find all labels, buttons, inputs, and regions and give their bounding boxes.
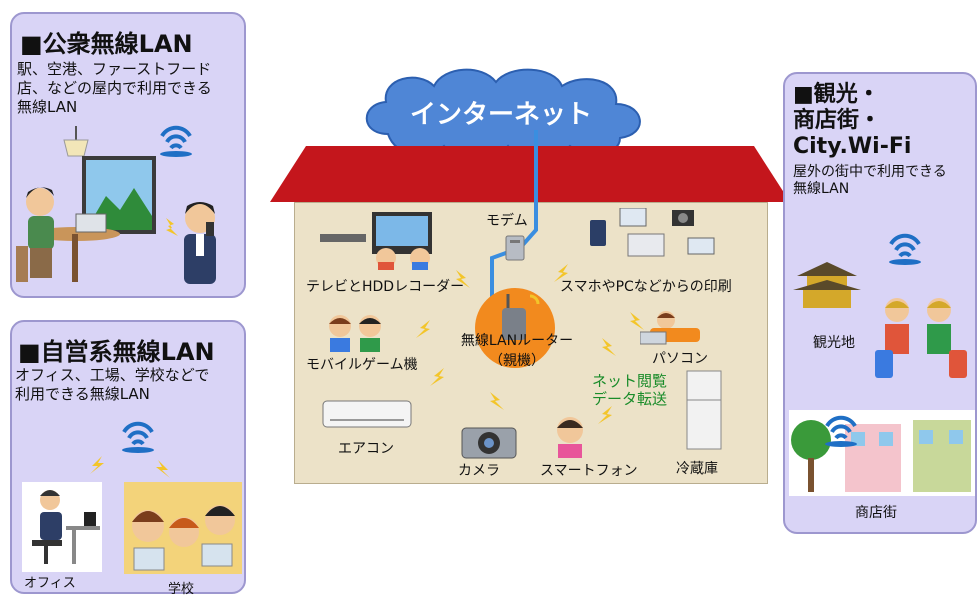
school-illustration xyxy=(124,482,242,574)
tv-icon xyxy=(320,212,432,270)
tourism-wifi-title: ■観光・ 商店街・ City.Wi-Fi xyxy=(793,82,911,160)
shopping-street-illustration xyxy=(789,410,975,496)
public-wifi-panel: ■公衆無線LAN 駅、空港、ファーストフード 店、などの屋内で利用できる 無線L… xyxy=(10,12,246,298)
temple-illustration xyxy=(793,262,861,308)
tourism-wifi-desc: 屋外の街中で利用できる 無線LAN xyxy=(793,164,947,198)
private-bolt-left xyxy=(90,456,104,474)
internet-label: インターネット xyxy=(410,100,593,130)
private-wifi-title: ■自営系無線LAN xyxy=(18,338,215,366)
private-wifi-desc: オフィス、工場、学校などで 利用できる無線LAN xyxy=(15,366,209,404)
school-label: 学校 xyxy=(168,582,195,597)
private-wifi-desc-line-2: 利用できる無線LAN xyxy=(15,385,150,403)
modem-label: モデム xyxy=(486,213,528,229)
tourism-wifi-title-line-2: 商店街・ xyxy=(793,108,882,133)
game-icon xyxy=(329,315,381,352)
public-wifi-title: ■公衆無線LAN xyxy=(20,30,193,58)
modem-icon xyxy=(505,235,525,261)
aircon-label: エアコン xyxy=(338,441,394,457)
router-label-line-1: 無線LANルーター xyxy=(460,333,574,349)
camera-icon xyxy=(461,427,517,459)
fridge-label: 冷蔵庫 xyxy=(676,461,718,477)
fridge-icon xyxy=(686,370,722,450)
smartphone-label: スマートフォン xyxy=(540,463,638,479)
bolt-game xyxy=(416,320,430,338)
router-label: 無線LANルーター （親機） xyxy=(452,330,582,370)
smartphone-icon xyxy=(557,417,583,458)
net-label-line-2: データ転送 xyxy=(592,390,668,408)
private-wifi-panel: ■自営系無線LAN オフィス、工場、学校などで 利用できる無線LAN オフィス … xyxy=(10,320,246,597)
public-wifi-icon xyxy=(160,125,192,157)
tv-label: テレビとHDDレコーダー xyxy=(306,279,465,295)
private-wifi-desc-line-1: オフィス、工場、学校などで xyxy=(15,366,210,384)
public-wifi-desc-line-1: 駅、空港、ファーストフード xyxy=(17,60,212,78)
pc-icon xyxy=(640,311,700,345)
bolt-smartphone xyxy=(598,406,612,424)
print-devices-icon xyxy=(590,208,715,257)
tourism-wifi-desc-line-1: 屋外の街中で利用できる xyxy=(793,164,947,180)
sightseeing-label: 観光地 xyxy=(813,335,855,351)
tourism-wifi-icon xyxy=(889,233,921,265)
tourism-wifi-title-line-3: City.Wi-Fi xyxy=(793,134,912,159)
bolt-camera xyxy=(490,392,504,410)
tourism-wifi-title-line-1: ■観光・ xyxy=(793,82,880,107)
public-wifi-desc-line-3: 無線LAN xyxy=(17,98,78,116)
net-label: ネット閲覧 データ転送 xyxy=(592,372,667,408)
bolt-print xyxy=(554,264,568,282)
aircon-icon xyxy=(322,400,412,428)
router-label-line-2: （親機） xyxy=(489,353,545,369)
public-wifi-desc: 駅、空港、ファーストフード 店、などの屋内で利用できる 無線LAN xyxy=(17,60,212,117)
game-label: モバイルゲーム機 xyxy=(306,357,418,373)
bolt-pc xyxy=(602,338,616,356)
bolt-tv xyxy=(456,270,470,288)
house-roof xyxy=(270,146,790,202)
private-wifi-icon xyxy=(122,421,154,453)
cafe-illustration xyxy=(16,126,216,284)
public-wifi-desc-line-2: 店、などの屋内で利用できる xyxy=(17,79,212,97)
shopping-label: 商店街 xyxy=(855,505,897,521)
print-label: スマホやPCなどからの印刷 xyxy=(560,279,732,295)
shopping-wifi-icon xyxy=(825,415,857,447)
office-label: オフィス xyxy=(24,576,76,591)
bolt-aircon xyxy=(430,368,444,386)
bolt-pc-person xyxy=(630,312,644,330)
private-bolt-right xyxy=(156,460,170,478)
office-illustration xyxy=(22,482,102,572)
net-label-line-1: ネット閲覧 xyxy=(592,372,668,390)
tourism-wifi-panel: ■観光・ 商店街・ City.Wi-Fi 屋外の街中で利用できる 無線LAN 観… xyxy=(783,72,977,534)
tourists-illustration xyxy=(875,298,967,378)
pc-label: パソコン xyxy=(652,351,708,367)
router-icon xyxy=(475,288,555,368)
camera-label: カメラ xyxy=(458,463,500,479)
tourism-wifi-desc-line-2: 無線LAN xyxy=(793,181,850,197)
